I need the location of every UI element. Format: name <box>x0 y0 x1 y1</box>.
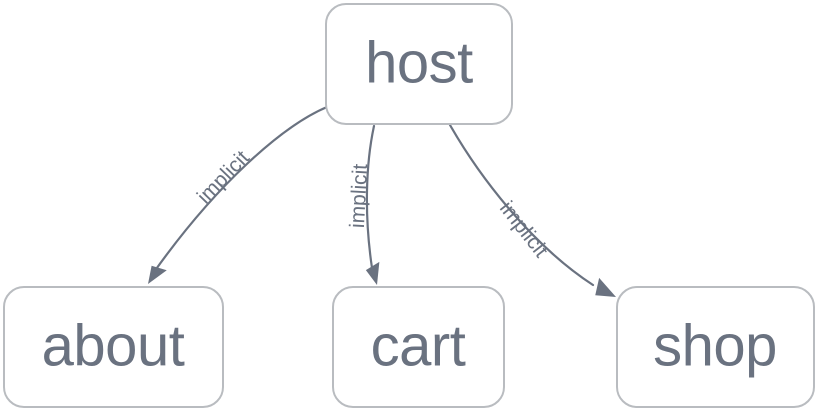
edge-group: implicit implicit implicit <box>142 105 620 304</box>
node-cart-label: cart <box>371 313 466 378</box>
node-host-label: host <box>365 30 473 95</box>
edge-host-cart[interactable]: implicit <box>346 124 384 287</box>
node-about-rect <box>3 286 224 408</box>
node-cart-rect <box>332 286 505 408</box>
edge-host-cart-arrowhead <box>365 261 380 285</box>
edge-host-shop-label: implicit <box>495 197 553 262</box>
node-cart[interactable]: cart <box>332 286 505 408</box>
node-host-rect <box>325 3 513 125</box>
edge-host-shop-arrowhead <box>595 277 616 297</box>
edge-host-about[interactable]: implicit <box>142 105 329 288</box>
node-host[interactable]: host <box>325 3 513 125</box>
node-shop-rect <box>616 286 815 408</box>
edge-host-about-label: implicit <box>193 146 254 208</box>
edge-host-cart-label: implicit <box>346 163 372 228</box>
node-group: host about cart shop <box>3 3 815 408</box>
edge-host-about-arrowhead <box>148 265 167 284</box>
node-shop[interactable]: shop <box>616 286 815 408</box>
edge-host-shop[interactable]: implicit <box>448 123 620 304</box>
edge-host-about-path <box>152 105 329 274</box>
edge-host-cart-path <box>365 124 376 270</box>
node-about[interactable]: about <box>3 286 224 408</box>
node-about-label: about <box>42 313 185 378</box>
node-shop-label: shop <box>653 313 777 378</box>
edge-host-shop-path <box>448 123 595 287</box>
